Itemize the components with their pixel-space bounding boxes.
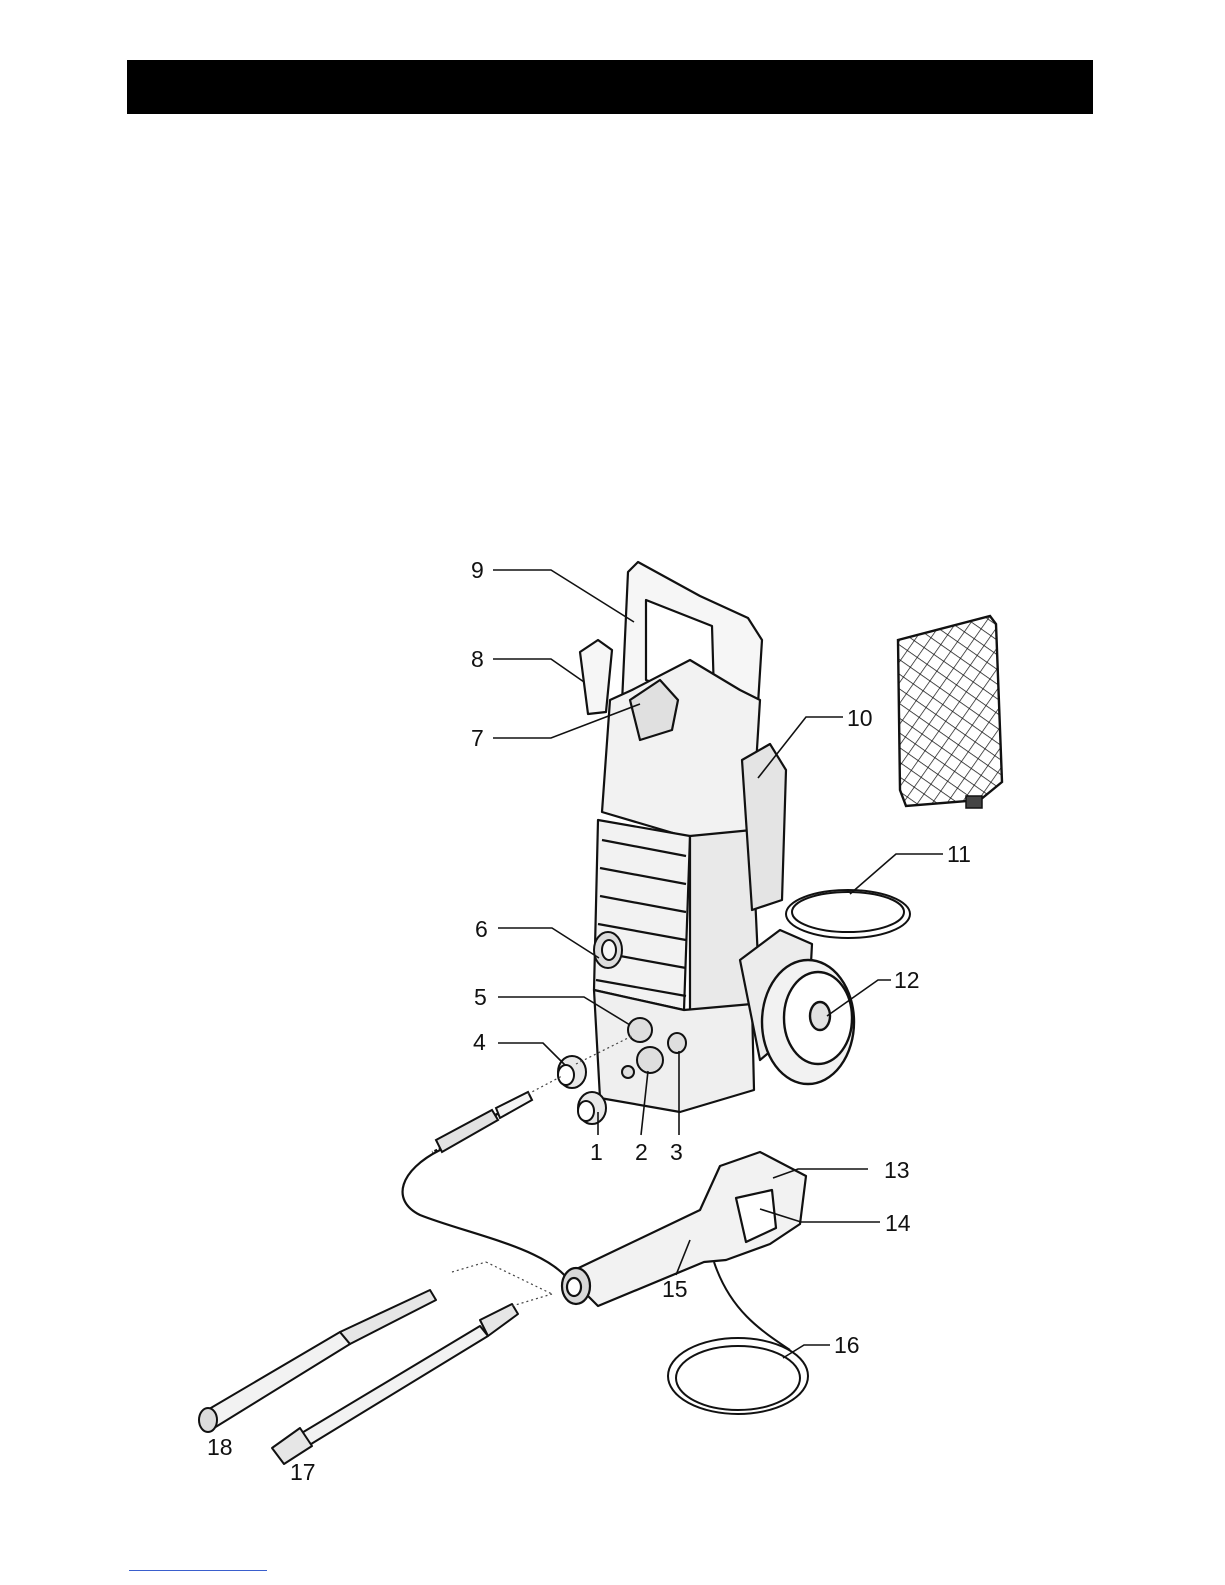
hose-fitting [436,1092,532,1152]
callout-15: 15 [662,1276,688,1302]
bottom-link-rule [129,1570,267,1572]
filter-tab [966,796,982,808]
callout-10: 10 [847,705,873,731]
switch-knob [594,932,622,968]
callout-3: 3 [670,1139,683,1165]
callout-2: 2 [635,1139,648,1165]
callout-16: 16 [834,1332,860,1358]
gun-hose-coil [668,1262,808,1414]
filter-mesh [898,616,1002,806]
power-cord [786,890,910,938]
callout-6: 6 [475,916,488,942]
callout-11: 11 [947,841,971,867]
callout-18: 18 [207,1434,233,1460]
callout-5: 5 [474,984,487,1010]
callout-1: 1 [590,1139,603,1165]
high-pressure-hose [403,1100,574,1290]
lance-18 [199,1290,436,1432]
callout-14: 14 [885,1210,911,1236]
coupling-1 [578,1092,606,1124]
callout-12: 12 [894,967,920,993]
callout-4: 4 [473,1029,486,1055]
callout-9: 9 [471,557,484,583]
callout-13: 13 [884,1157,910,1183]
callout-8: 8 [471,646,484,672]
wheel [762,960,854,1084]
callout-7: 7 [471,725,484,751]
callout-17: 17 [290,1459,316,1485]
lance-17 [272,1304,518,1464]
